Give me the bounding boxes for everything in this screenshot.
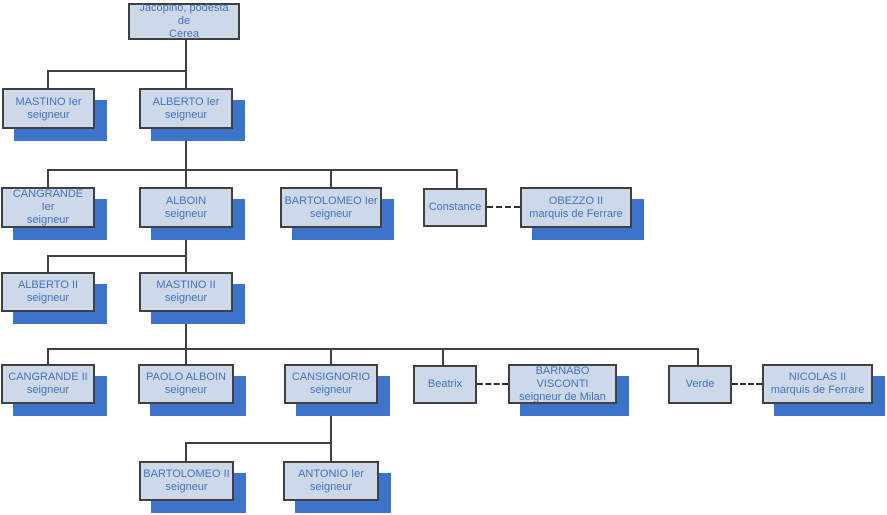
- node-title: BARNABO VISCONTI: [535, 364, 590, 390]
- connector-alberto1er-children: [185, 129, 187, 169]
- marriage-verde-nicolas: [732, 383, 762, 385]
- node-title: Beatrix: [427, 378, 463, 390]
- connector-to-beatrix: [442, 348, 444, 365]
- node-subtitle: seigneur: [164, 108, 208, 121]
- node-subtitle: Cerea: [169, 28, 199, 40]
- node-title: Jacopino, podesta de: [139, 2, 229, 27]
- connector-to-mastino-1er: [47, 70, 49, 88]
- connector-row4-bus: [47, 255, 187, 257]
- node-subtitle: seigneur de Milan: [519, 390, 606, 403]
- node-alberto-1er: ALBERTO Ier seigneur: [139, 88, 233, 129]
- node-paolo-alboin: PAOLO ALBOIN seigneur: [138, 364, 234, 404]
- connector-to-mastino-2: [185, 255, 187, 272]
- connector-to-cangrande-1er: [47, 169, 49, 187]
- connector-to-verde: [697, 348, 699, 365]
- connector-to-bartolomeo-1er: [330, 169, 332, 187]
- connector-to-alberto-2: [47, 255, 49, 272]
- node-title: CANSIGNORIO: [291, 371, 371, 383]
- node-bartolomeo-2: BARTOLOMEO II seigneur: [139, 461, 234, 501]
- connector-row6-bus: [185, 442, 332, 444]
- connector-to-cansignorio: [330, 348, 332, 364]
- node-verde: Verde: [668, 365, 732, 404]
- node-subtitle: marquis de Ferrare: [770, 384, 865, 396]
- marriage-constance-obezzo: [487, 206, 520, 208]
- node-mastino-1er: MASTINO Ier seigneur: [2, 88, 95, 129]
- node-nicolas-2: NICOLAS II marquis de Ferrare: [762, 364, 873, 404]
- node-antonio-1er: ANTONIO Ier seigneur: [283, 461, 379, 501]
- node-barnabo-visconti: BARNABO VISCONTI seigneur de Milan: [508, 364, 617, 404]
- node-title: NICOLAS II: [788, 371, 847, 383]
- node-constance: Constance: [423, 188, 487, 227]
- node-title: ALBOIN: [165, 194, 207, 207]
- node-title: ALBERTO II: [17, 279, 79, 291]
- node-title: CANGRANDE Ier: [12, 188, 84, 213]
- node-jacopino: Jacopino, podesta de Cerea: [128, 2, 240, 40]
- node-title: PAOLO ALBOIN: [146, 371, 226, 383]
- node-beatrix: Beatrix: [413, 365, 477, 404]
- connector-jacopino-children: [185, 40, 187, 88]
- connector-to-constance: [456, 169, 458, 188]
- node-title: BARTOLOMEO Ier: [284, 194, 378, 207]
- node-subtitle: seigneur: [309, 207, 353, 220]
- connector-to-alboin: [185, 169, 187, 187]
- connector-to-bartolomeo-2: [185, 442, 187, 461]
- connector-row3-bus: [47, 169, 458, 171]
- node-subtitle: seigneur: [26, 292, 70, 304]
- node-subtitle: seigneur: [26, 384, 70, 396]
- connector-alboin-children: [185, 228, 187, 255]
- connector-cansignorio-children: [330, 404, 332, 442]
- marriage-beatrix-barnabo: [477, 383, 508, 385]
- connector-to-cangrande-2: [47, 348, 49, 364]
- node-title: Verde: [685, 378, 715, 390]
- node-subtitle: seigneur: [165, 481, 208, 493]
- connector-to-paolo-alboin: [185, 348, 187, 364]
- node-subtitle: seigneur: [164, 207, 208, 220]
- connector-row2-bus: [47, 70, 187, 72]
- node-subtitle: seigneur: [164, 384, 208, 396]
- node-title: Constance: [428, 201, 482, 213]
- node-alboin: ALBOIN seigneur: [139, 187, 233, 228]
- node-subtitle: seigneur: [164, 292, 208, 304]
- node-subtitle: seigneur: [309, 384, 353, 396]
- node-alberto-2: ALBERTO II seigneur: [1, 272, 95, 312]
- node-obezzo-2: OBEZZO II marquis de Ferrare: [520, 187, 632, 228]
- node-title: MASTINO II: [156, 279, 216, 291]
- node-bartolomeo-1er: BARTOLOMEO Ier seigneur: [280, 187, 382, 228]
- node-subtitle: seigneur: [26, 214, 70, 226]
- node-subtitle: seigneur: [27, 108, 70, 121]
- connector-to-antonio-1er: [330, 442, 332, 461]
- node-title: BARTOLOMEO II: [143, 468, 230, 480]
- node-subtitle: marquis de Ferrare: [529, 207, 623, 220]
- node-title: ALBERTO Ier: [152, 95, 220, 108]
- node-subtitle: seigneur: [309, 481, 353, 493]
- node-cansignorio: CANSIGNORIO seigneur: [284, 364, 378, 404]
- connector-row5-bus: [47, 348, 699, 350]
- connector-mastino2-children: [185, 312, 187, 348]
- node-title: OBEZZO II: [548, 194, 604, 207]
- node-cangrande-2: CANGRANDE II seigneur: [1, 364, 95, 404]
- node-title: ANTONIO Ier: [298, 468, 364, 480]
- node-title: MASTINO Ier: [15, 95, 82, 108]
- node-title: CANGRANDE II: [8, 371, 88, 383]
- node-mastino-2: MASTINO II seigneur: [139, 272, 233, 312]
- node-cangrande-1er: CANGRANDE Ier seigneur: [1, 187, 95, 228]
